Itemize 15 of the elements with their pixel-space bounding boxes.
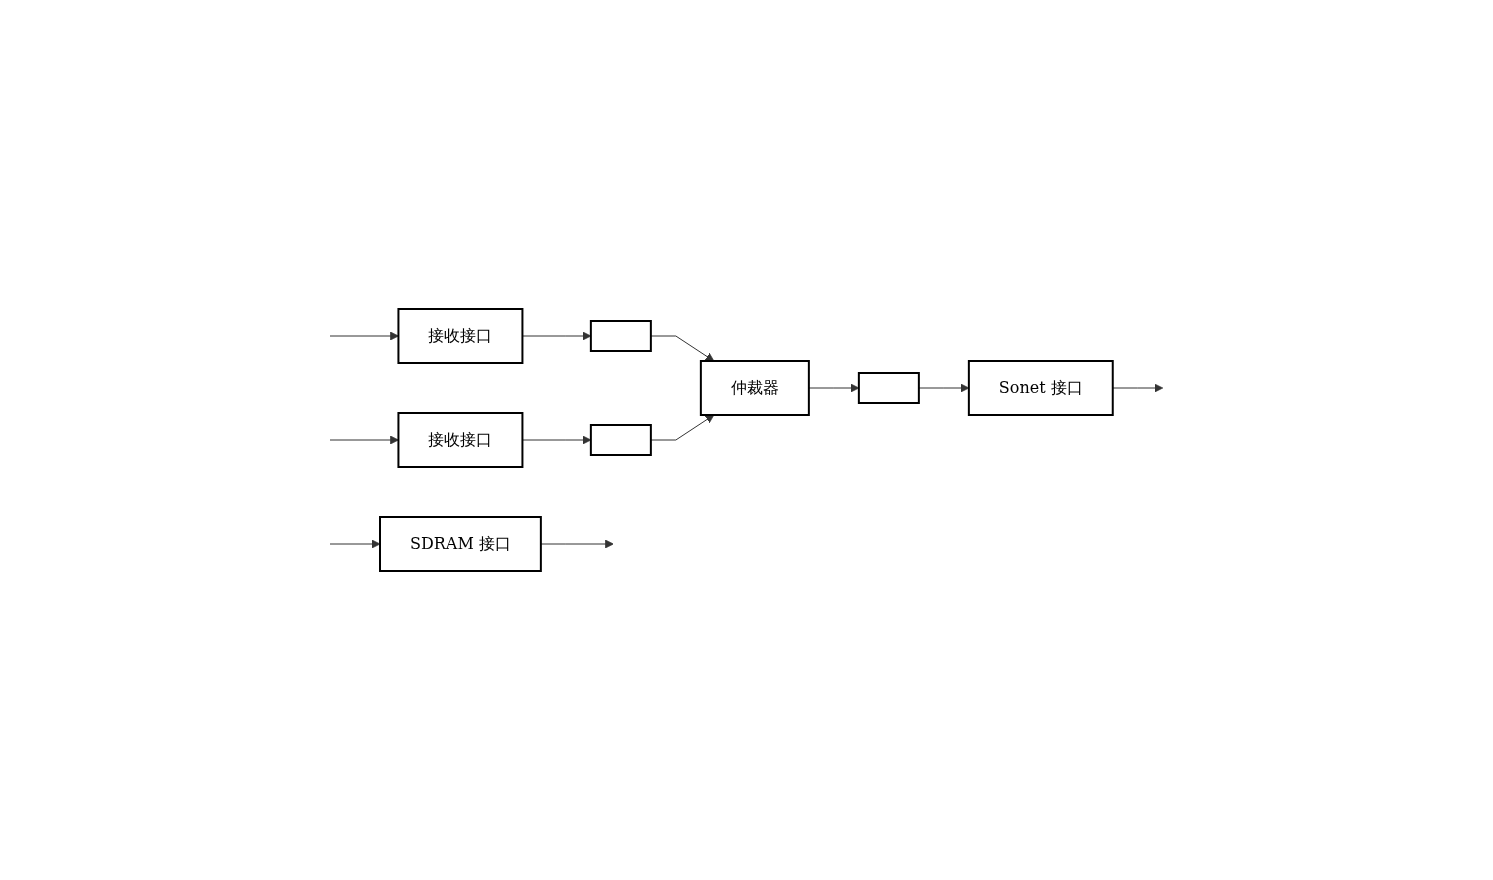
node-box: 仲裁器 (700, 360, 810, 416)
node-box: Sonet 接口 (968, 360, 1114, 416)
arrow (540, 539, 614, 549)
arrow (1112, 383, 1164, 393)
node-box (590, 320, 652, 352)
node-box: 接收接口 (397, 412, 524, 468)
node-box: 接收接口 (397, 308, 524, 364)
node-box (858, 372, 920, 404)
arrow (329, 331, 399, 341)
arrow (329, 435, 399, 445)
node-box (590, 424, 652, 456)
arrow (329, 539, 381, 549)
arrow (650, 335, 715, 362)
node-box: SDRAM 接口 (379, 516, 542, 572)
arrow (650, 414, 715, 441)
